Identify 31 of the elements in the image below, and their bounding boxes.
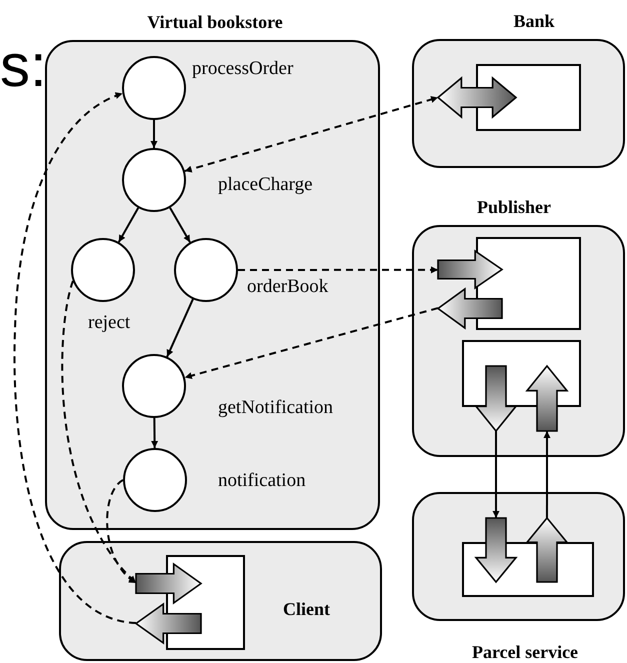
arrow: [150, 120, 158, 148]
dashed-arrow: [106, 479, 137, 584]
component-port-drawing: [136, 556, 244, 649]
dashed-arrow: [238, 266, 438, 274]
state-label: notification: [218, 470, 306, 492]
arrow: [166, 298, 194, 358]
arrow: [151, 418, 158, 448]
panel-title: Virtual bookstore: [147, 12, 283, 33]
component-port-drawing: [463, 518, 593, 596]
dashed-arrow: [14, 92, 136, 624]
arrow: [118, 207, 140, 243]
arrow: [169, 207, 191, 243]
state-label: getNotification: [218, 397, 334, 419]
arrow: [544, 431, 550, 518]
state-label: orderBook: [247, 276, 328, 298]
component-panel: [59, 541, 382, 661]
component-port-drawing: [463, 341, 580, 431]
arrow: [492, 431, 500, 518]
dashed-arrow: [61, 280, 137, 584]
component-port-drawing: [438, 238, 580, 329]
dashed-arrow: [184, 307, 438, 380]
panel-title: Client: [283, 599, 330, 620]
panel-title: Bank: [513, 11, 555, 32]
state-label: reject: [88, 312, 130, 334]
state-label: placeCharge: [218, 174, 313, 196]
panel-title: Parcel service: [472, 642, 578, 663]
component-port-drawing: [438, 65, 580, 130]
panel-title: Publisher: [477, 197, 551, 218]
dashed-arrow: [184, 96, 438, 172]
heading-fragment: s:: [0, 36, 47, 96]
state-label: processOrder: [192, 58, 294, 80]
